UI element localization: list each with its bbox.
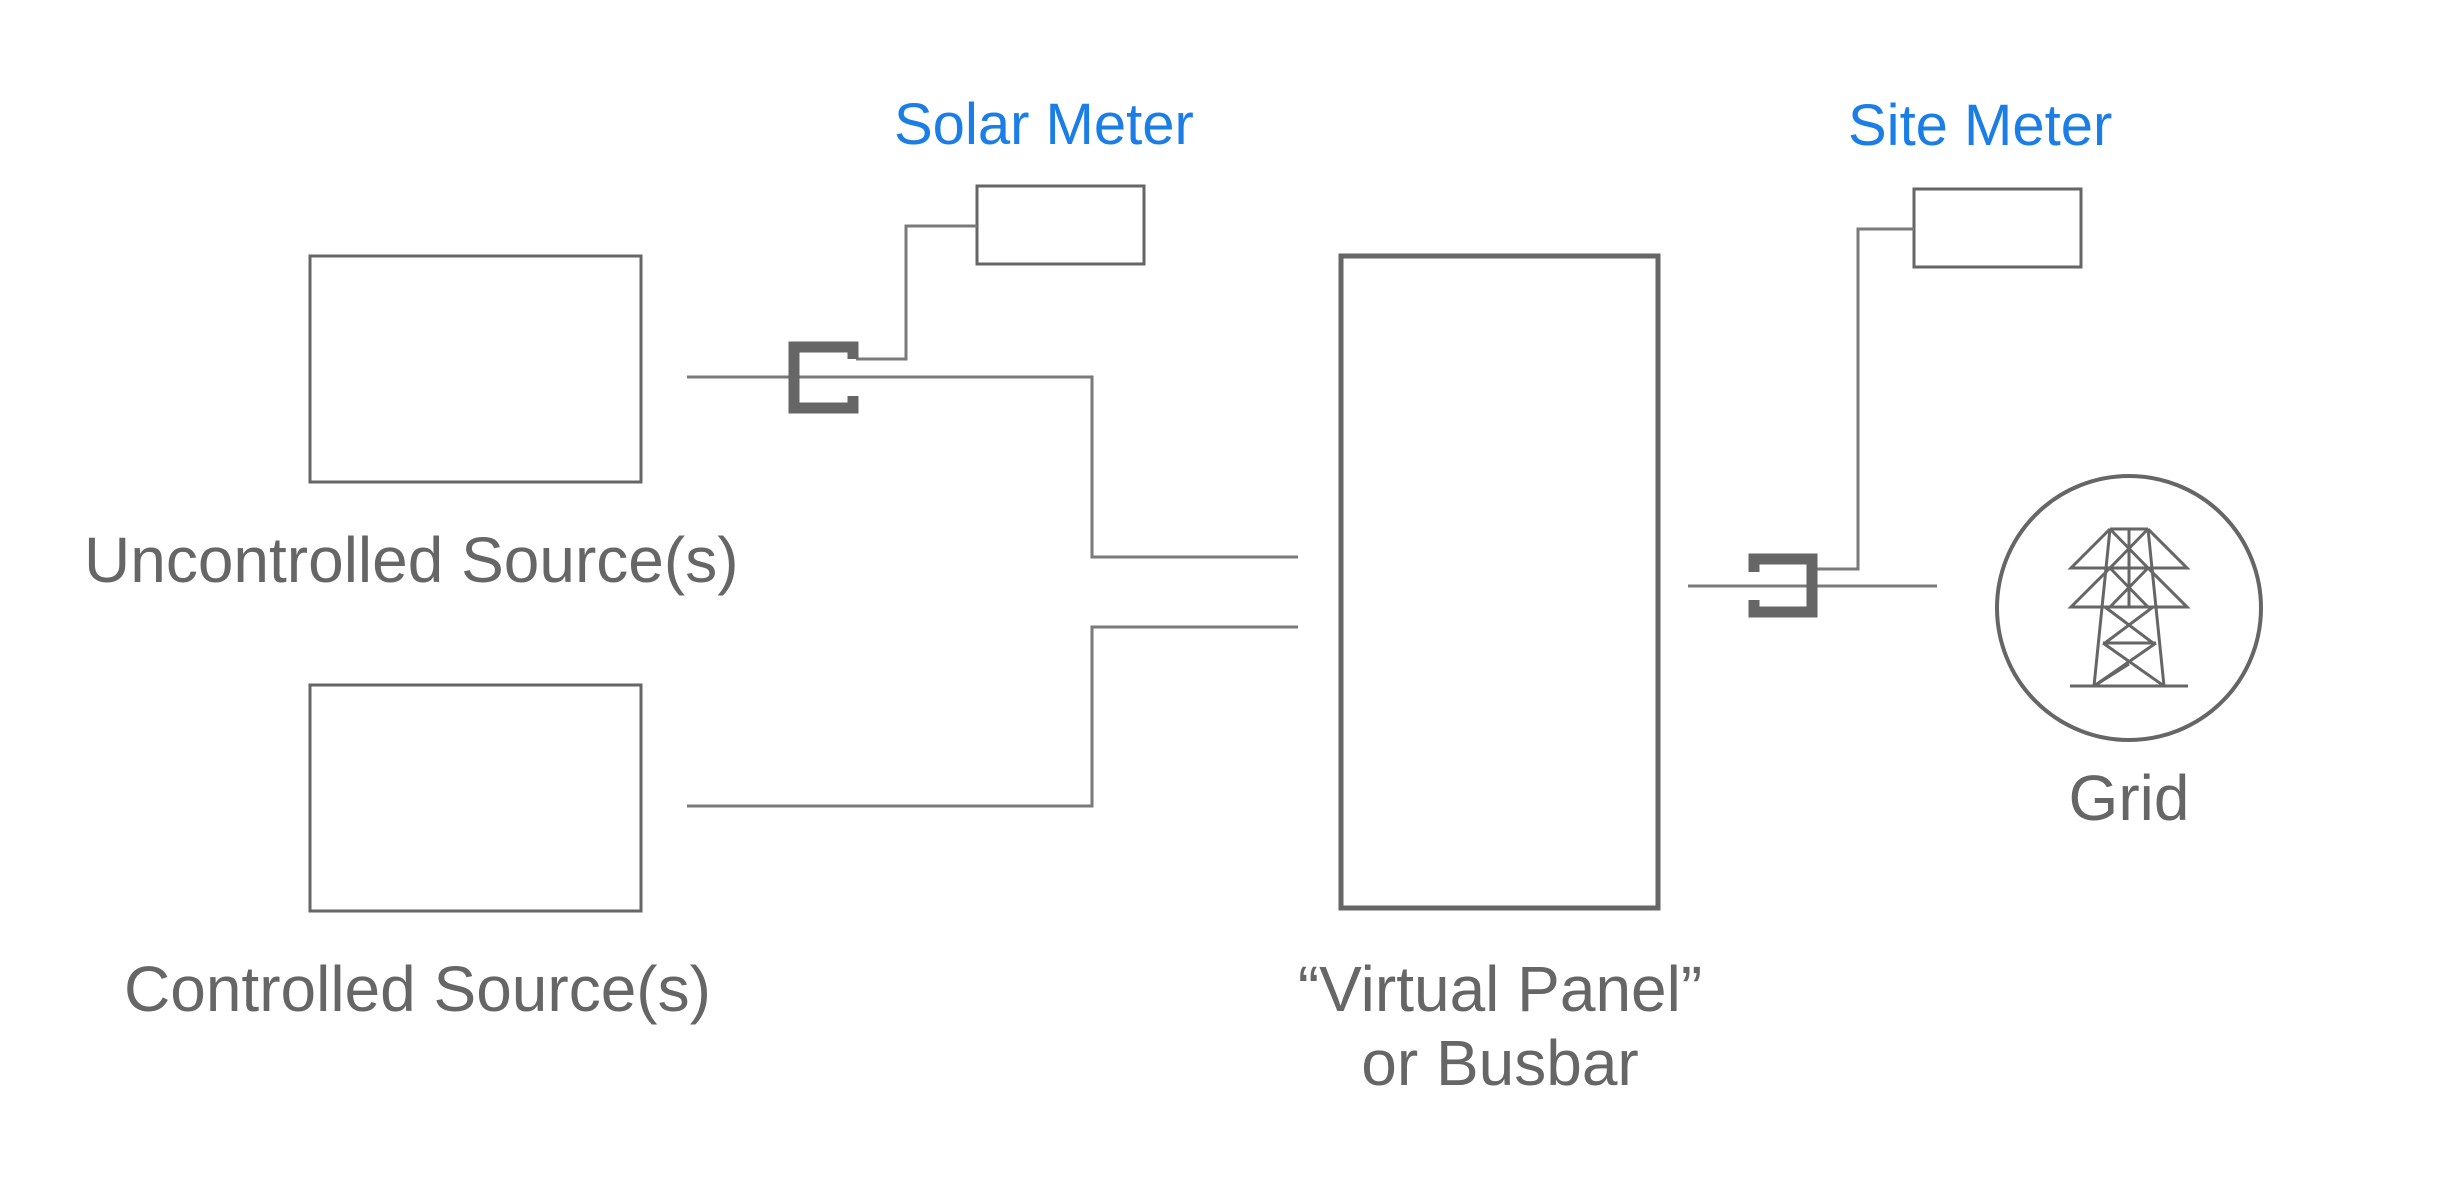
grid-circle [1995,474,2263,742]
site-meter-lead [1814,227,1914,571]
transmission-tower-icon [2067,527,2191,688]
solar-meter-box [975,184,1146,266]
ct-clamp-icon [1748,553,1818,618]
virtual-panel-box [1338,253,1661,911]
uncontrolled-source-wire [687,375,1298,559]
virtual-panel-label-line2: or Busbar [1361,1026,1639,1099]
solar-meter-label: Solar Meter [894,92,1194,157]
ct-clamp-icon [788,341,859,414]
virtual-panel-label-line1: “Virtual Panel” [1297,953,1703,1025]
uncontrolled-source-label: Uncontrolled Source(s) [84,524,739,596]
controlled-source-label: Controlled Source(s) [124,953,711,1025]
solar-meter-lead [856,224,977,361]
controlled-source-wire [687,625,1298,808]
site-meter-box [1912,187,2083,269]
site-meter-label: Site Meter [1848,93,2113,158]
grid-label: Grid [2068,762,2190,834]
virtual-panel-label: “Virtual Panel” or Busbar [1220,953,1780,1100]
controlled-source-box [308,683,643,913]
uncontrolled-source-box [308,254,643,484]
